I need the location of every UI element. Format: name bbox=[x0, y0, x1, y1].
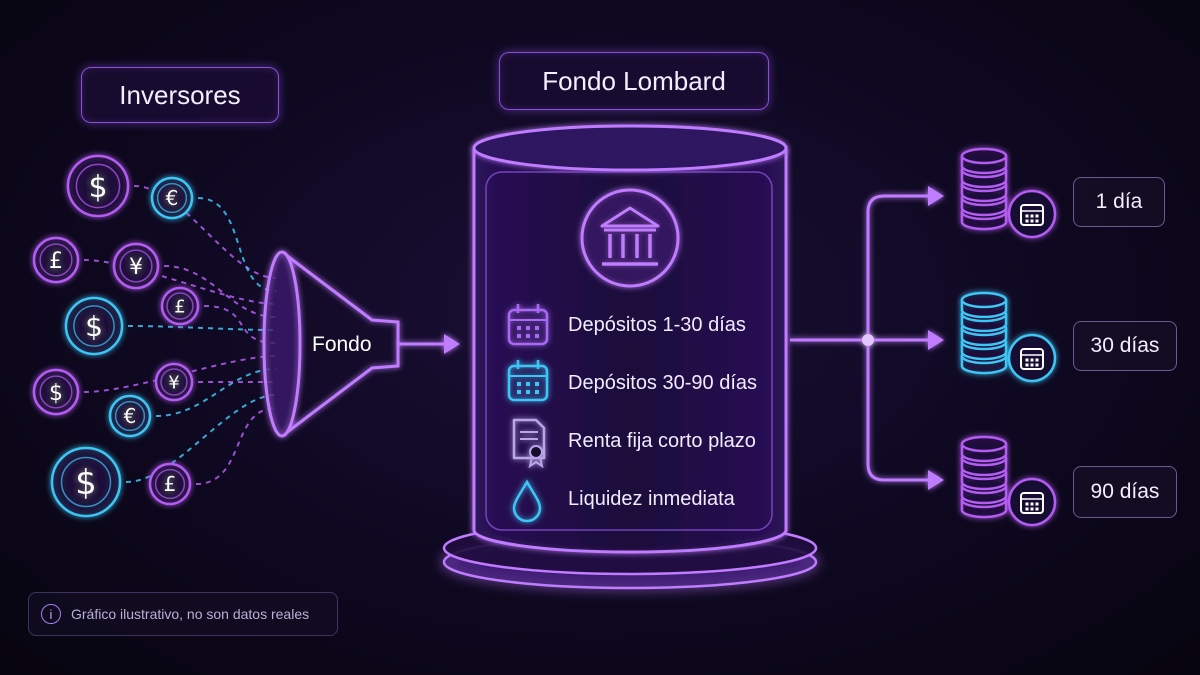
flow-line bbox=[127, 325, 277, 331]
currency-coin-icon: € bbox=[108, 394, 152, 438]
currency-coins: $ € £ ¥ $ £ $ € ¥ $ £ bbox=[32, 154, 200, 518]
currency-symbol: ¥ bbox=[129, 255, 143, 280]
currency-symbol: £ bbox=[164, 472, 177, 496]
fund-item-icon-certificate bbox=[512, 418, 546, 469]
coin-stack-icon bbox=[960, 435, 1057, 527]
currency-symbol: $ bbox=[49, 381, 63, 406]
currency-symbol: $ bbox=[75, 463, 97, 503]
term-1-day: 1 día bbox=[1073, 177, 1165, 227]
funnel-to-fund-arrow bbox=[398, 334, 460, 354]
currency-coin-icon: € bbox=[150, 176, 194, 220]
investors-title: Inversores bbox=[81, 67, 279, 123]
currency-symbol: £ bbox=[49, 249, 63, 274]
fund-item-icon-calendar-1 bbox=[507, 304, 549, 346]
bank-icon bbox=[580, 188, 680, 288]
currency-symbol: $ bbox=[88, 170, 107, 205]
term-30-days: 30 días bbox=[1073, 321, 1177, 371]
disclaimer-text: Gráfico ilustrativo, no son datos reales bbox=[71, 606, 310, 622]
currency-symbol: $ bbox=[85, 310, 103, 343]
fund-title: Fondo Lombard bbox=[499, 52, 769, 110]
currency-coin-icon: $ bbox=[32, 368, 80, 416]
fund-item-liquidity: Liquidez inmediata bbox=[568, 488, 735, 510]
fund-item-icon-calendar-2 bbox=[507, 360, 549, 402]
fund-cylinder bbox=[442, 124, 818, 590]
currency-coin-icon: $ bbox=[50, 446, 122, 518]
currency-coin-icon: $ bbox=[66, 154, 130, 218]
fund-item-deposits-30-90: Depósitos 30-90 días bbox=[568, 372, 758, 394]
currency-coin-icon: $ bbox=[64, 296, 124, 356]
currency-symbol: ¥ bbox=[168, 372, 179, 393]
flow-line bbox=[163, 265, 277, 318]
coin-stack-icon bbox=[960, 147, 1057, 239]
info-icon: i bbox=[41, 604, 61, 624]
currency-symbol: € bbox=[166, 186, 179, 210]
coin-stack-icon bbox=[960, 291, 1057, 383]
flow-line bbox=[83, 355, 277, 393]
flow-line bbox=[195, 407, 277, 485]
currency-coin-icon: £ bbox=[160, 286, 200, 326]
currency-coin-icon: ¥ bbox=[112, 242, 160, 290]
currency-coin-icon: ¥ bbox=[154, 362, 194, 402]
currency-coin-icon: £ bbox=[148, 462, 192, 506]
fund-item-deposits-1-30: Depósitos 1-30 días bbox=[568, 314, 746, 336]
flow-line bbox=[83, 259, 277, 305]
fund-item-icon-water-drop bbox=[512, 479, 542, 523]
term-90-days: 90 días bbox=[1073, 466, 1177, 518]
currency-coin-icon: £ bbox=[32, 236, 80, 284]
disclaimer-box: i Gráfico ilustrativo, no son datos real… bbox=[28, 592, 338, 636]
output-branch-lines bbox=[790, 186, 944, 490]
coin-stacks bbox=[960, 147, 1057, 527]
currency-symbol: € bbox=[124, 404, 137, 428]
funnel-label: Fondo bbox=[312, 333, 372, 356]
currency-symbol: £ bbox=[174, 296, 185, 317]
fund-item-fixed-income: Renta fija corto plazo bbox=[568, 430, 756, 452]
